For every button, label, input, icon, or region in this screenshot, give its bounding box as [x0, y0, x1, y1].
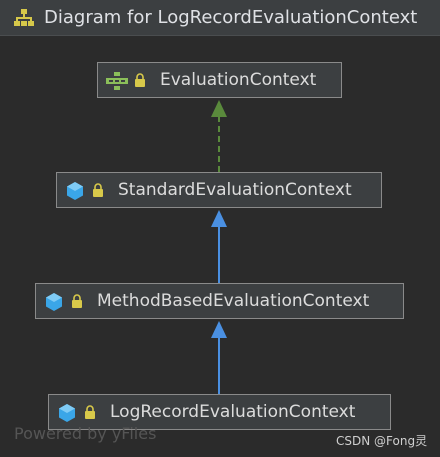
diagram-titlebar: Diagram for LogRecordEvaluationContext	[0, 0, 440, 36]
node-method-based-evaluation-context[interactable]: MethodBasedEvaluationContext	[35, 283, 404, 319]
diagram-title: Diagram for LogRecordEvaluationContext	[44, 7, 418, 28]
node-label: EvaluationContext	[160, 70, 317, 90]
extends-arrowhead-1	[211, 210, 227, 227]
csdn-credit: CSDN @Fong灵	[336, 434, 428, 448]
implements-arrowhead	[211, 100, 227, 117]
lock-icon	[72, 294, 82, 308]
class-icon	[59, 404, 75, 422]
lock-icon	[135, 73, 145, 87]
lock-icon	[93, 183, 103, 197]
node-evaluation-context[interactable]: EvaluationContext	[97, 62, 342, 98]
node-label: MethodBasedEvaluationContext	[97, 291, 370, 311]
diagram-hierarchy-icon	[14, 9, 34, 26]
extends-arrowhead-2	[211, 321, 227, 338]
class-icon	[67, 182, 83, 200]
node-label: StandardEvaluationContext	[118, 180, 352, 200]
yfiles-watermark: Powered by yFiles	[14, 424, 157, 443]
node-log-record-evaluation-context[interactable]: LogRecordEvaluationContext	[48, 394, 391, 430]
interface-icon	[106, 72, 128, 90]
lock-icon	[85, 405, 95, 419]
node-standard-evaluation-context[interactable]: StandardEvaluationContext	[56, 172, 382, 208]
node-label: LogRecordEvaluationContext	[110, 402, 356, 422]
class-icon	[46, 293, 62, 311]
